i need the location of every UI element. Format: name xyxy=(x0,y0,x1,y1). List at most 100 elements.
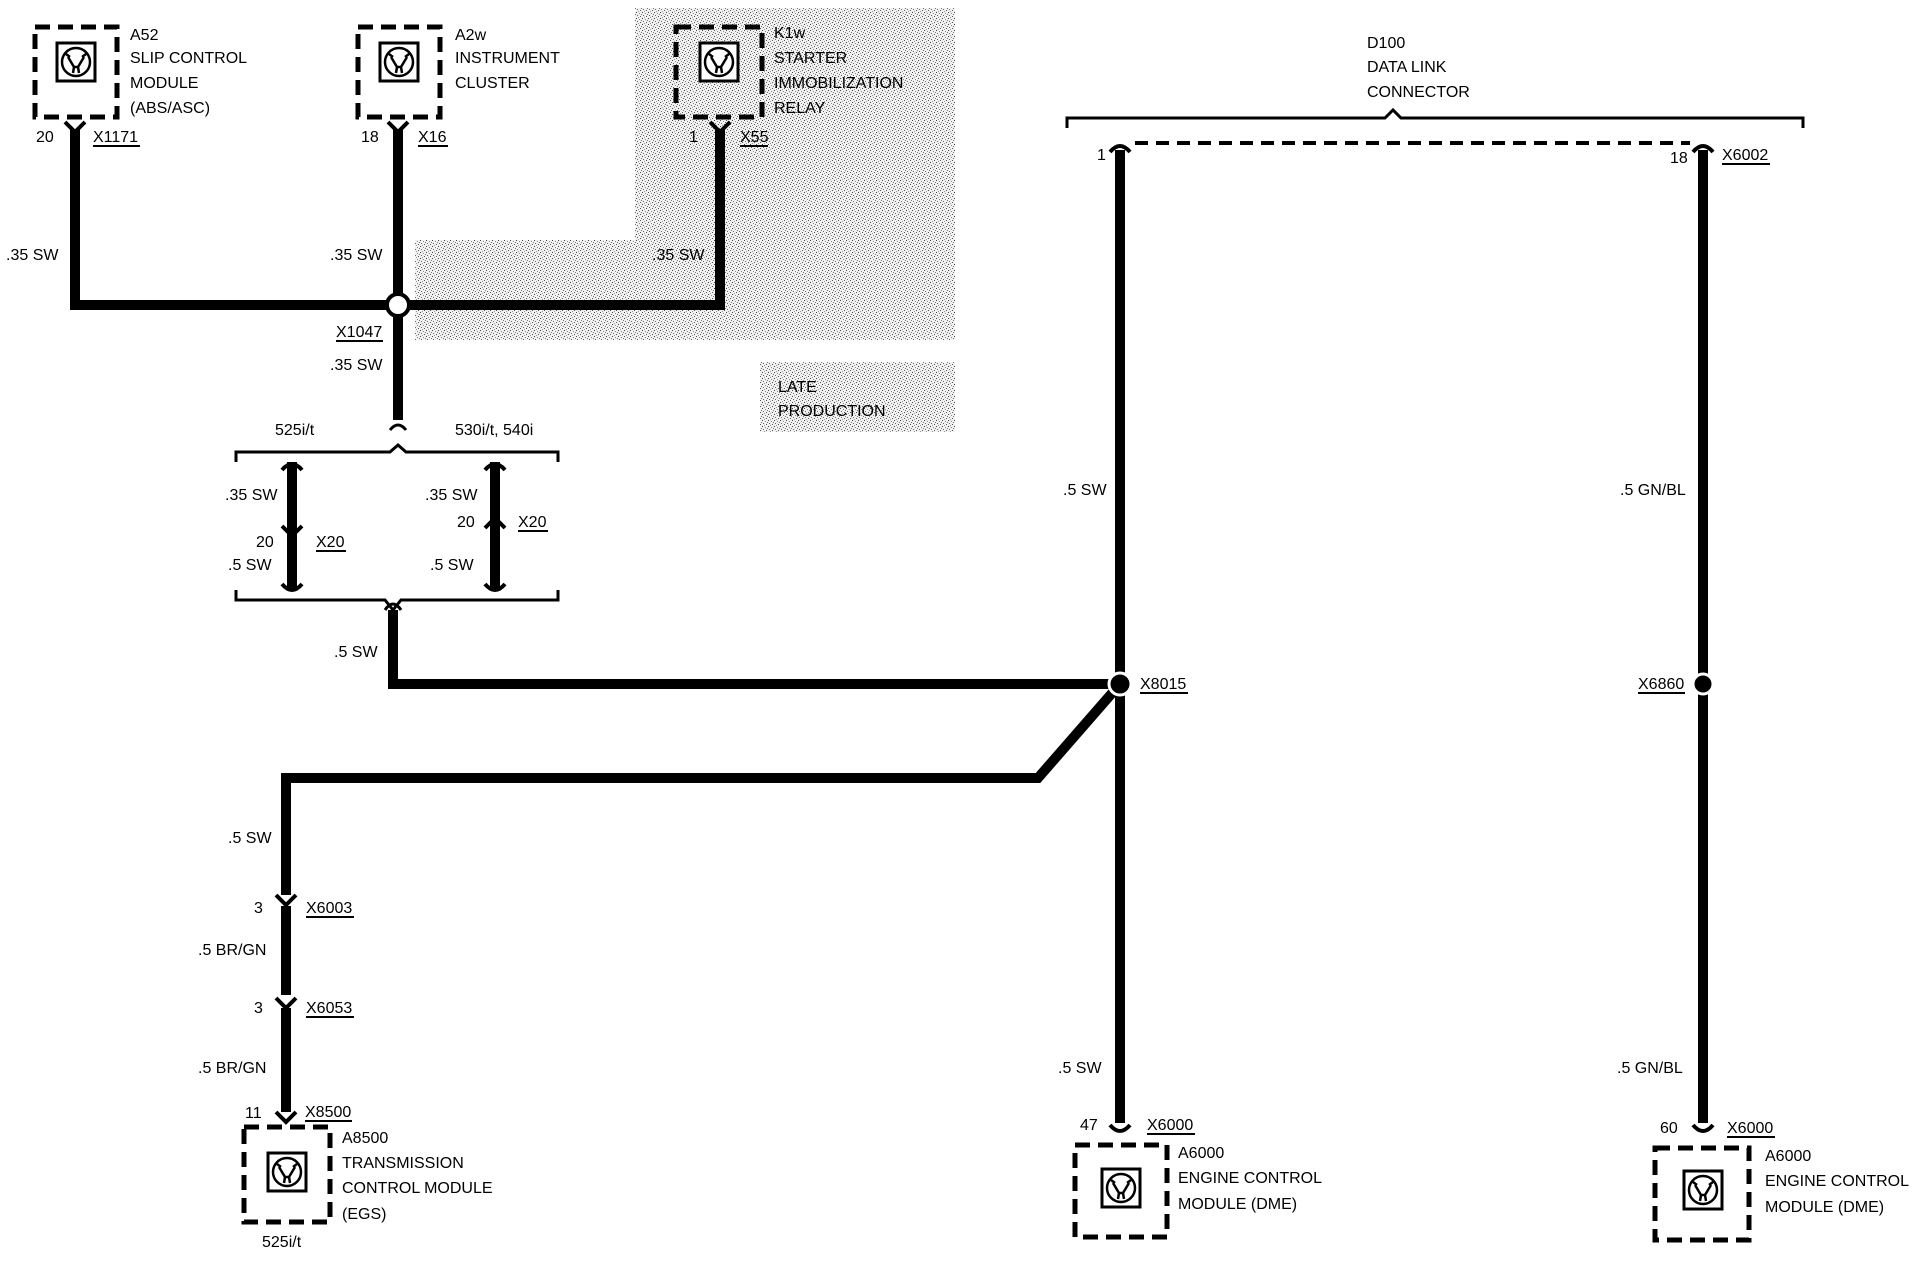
wire-a52 xyxy=(70,130,398,310)
chevron-x20-right xyxy=(483,515,507,530)
variant-brackets xyxy=(234,423,560,613)
a2w-line1: INSTRUMENT xyxy=(455,50,560,67)
d100-code: D100 xyxy=(1367,35,1405,52)
d100-pin1-upper-wire: .5 SW xyxy=(1063,482,1107,499)
variant-right-label: 530i/t, 540i xyxy=(455,422,533,439)
a8500-line1: TRANSMISSION xyxy=(342,1155,464,1172)
splice-x6860 xyxy=(1691,672,1715,696)
d100-pin-right: 18 xyxy=(1670,150,1688,167)
variant-left-pin: 20 xyxy=(256,534,274,551)
x1047-label: X1047 xyxy=(336,324,382,341)
variant-right-top-wire: .35 SW xyxy=(425,487,478,504)
d100-pin1-lower-wire: .5 SW xyxy=(1058,1060,1102,1077)
module-k1w xyxy=(673,24,765,120)
x1047-down-label: .35 SW xyxy=(330,357,383,374)
a6000-left-code: A6000 xyxy=(1178,1145,1224,1162)
a6000-right-line2: MODULE (DME) xyxy=(1765,1199,1884,1216)
chevron-x20-left xyxy=(280,524,304,539)
module-a6000-left xyxy=(1072,1142,1170,1240)
chevron-d100-pin18 xyxy=(1691,144,1715,154)
x6003-pin: 3 xyxy=(254,900,263,917)
late-production-line2: PRODUCTION xyxy=(778,403,886,420)
a8500-pin: 11 xyxy=(245,1105,262,1122)
x6053-connector: X6053 xyxy=(306,1000,352,1017)
a2w-code: A2w xyxy=(455,27,487,44)
chevron-a6000-left xyxy=(1108,1123,1132,1133)
module-a2w xyxy=(355,24,443,120)
late-production-line1: LATE xyxy=(778,379,817,396)
a6000-left-line2: MODULE (DME) xyxy=(1178,1196,1297,1213)
k1w-connector: X55 xyxy=(740,129,769,146)
x6003-x6053-wire: .5 BR/GN xyxy=(198,942,266,959)
a6000-left-line1: ENGINE CONTROL xyxy=(1178,1170,1322,1187)
d100-pin18-upper-wire: .5 GN/BL xyxy=(1620,482,1686,499)
variant-right-bottom-wire: .5 SW xyxy=(430,557,474,574)
a52-line2: MODULE xyxy=(130,75,198,92)
x6053-x8500-wire: .5 BR/GN xyxy=(198,1060,266,1077)
splice-x8015 xyxy=(1107,671,1133,697)
a52-line1: SLIP CONTROL xyxy=(130,50,247,67)
variant-left-bottom-wire: .5 SW xyxy=(228,557,272,574)
k1w-wire-label: .35 SW xyxy=(652,247,705,264)
chevron-d100-pin1 xyxy=(1108,144,1132,154)
splice-x1047 xyxy=(385,292,411,318)
chevron-x6053 xyxy=(274,996,298,1011)
k1w-line1: STARTER xyxy=(774,50,847,67)
a8500-line2: CONTROL MODULE xyxy=(342,1180,493,1197)
d100-pin18-lower-wire: .5 GN/BL xyxy=(1617,1060,1683,1077)
a8500-connector: X8500 xyxy=(305,1104,351,1121)
a52-code: A52 xyxy=(130,27,159,44)
wire-k1w xyxy=(398,130,725,310)
variant-right-connector: X20 xyxy=(518,514,547,531)
d100-connector-right: X6002 xyxy=(1722,147,1768,164)
late-production-shading xyxy=(415,8,955,432)
wires xyxy=(70,130,1708,1123)
x6860-label: X6860 xyxy=(1638,676,1684,693)
a6000-right-pin: 60 xyxy=(1660,1120,1678,1137)
chevron-x8500 xyxy=(274,1110,298,1125)
chevron-x6003 xyxy=(274,893,298,908)
a2w-pin: 18 xyxy=(361,129,379,146)
x8015-label: X8015 xyxy=(1140,676,1186,693)
k1w-line3: RELAY xyxy=(774,100,826,117)
a52-pin: 20 xyxy=(36,129,54,146)
to-x8015-wire: .5 SW xyxy=(334,644,378,661)
d100-line1: DATA LINK xyxy=(1367,59,1447,76)
k1w-pin: 1 xyxy=(689,129,698,146)
chevron-x20-right-top xyxy=(483,462,507,472)
to-x6003-wire: .5 SW xyxy=(228,830,272,847)
connector-chevrons xyxy=(63,120,1715,1133)
a6000-right-line1: ENGINE CONTROL xyxy=(1765,1173,1909,1190)
chevron-x20-right-bottom xyxy=(483,582,507,592)
a8500-variant: 525i/t xyxy=(262,1234,302,1251)
d100-pin-left: 1 xyxy=(1097,147,1106,164)
k1w-code: K1w xyxy=(774,25,806,42)
chevron-a6000-right xyxy=(1691,1123,1715,1133)
variant-left-label: 525i/t xyxy=(275,422,315,439)
k1w-line2: IMMOBILIZATION xyxy=(774,75,903,92)
variant-left-top-wire: .35 SW xyxy=(225,487,278,504)
a8500-line3: (EGS) xyxy=(342,1206,386,1223)
wire-to-x8015 xyxy=(388,610,1120,689)
labels: A52 SLIP CONTROL MODULE (ABS/ASC) 20 X11… xyxy=(6,25,1909,1251)
a52-wire-label: .35 SW xyxy=(6,247,59,264)
module-a6000-right xyxy=(1652,1145,1752,1243)
a8500-code: A8500 xyxy=(342,1130,388,1147)
chevron-x16 xyxy=(386,120,410,135)
x6053-pin: 3 xyxy=(254,1000,263,1017)
a2w-wire-label: .35 SW xyxy=(330,247,383,264)
a2w-line2: CLUSTER xyxy=(455,75,530,92)
chevron-x20-left-bottom xyxy=(280,582,304,592)
chevron-x1171 xyxy=(63,120,87,135)
a6000-right-code: A6000 xyxy=(1765,1148,1811,1165)
splices xyxy=(385,292,1715,697)
a52-connector: X1171 xyxy=(93,129,138,146)
a52-line3: (ABS/ASC) xyxy=(130,100,210,117)
wire-x8015-x6003 xyxy=(281,680,1124,895)
variant-left-connector: X20 xyxy=(316,534,345,551)
a6000-right-connector: X6000 xyxy=(1727,1120,1773,1137)
d100-line2: CONNECTOR xyxy=(1367,84,1470,101)
x6003-connector: X6003 xyxy=(306,900,352,917)
a2w-connector: X16 xyxy=(418,129,447,146)
